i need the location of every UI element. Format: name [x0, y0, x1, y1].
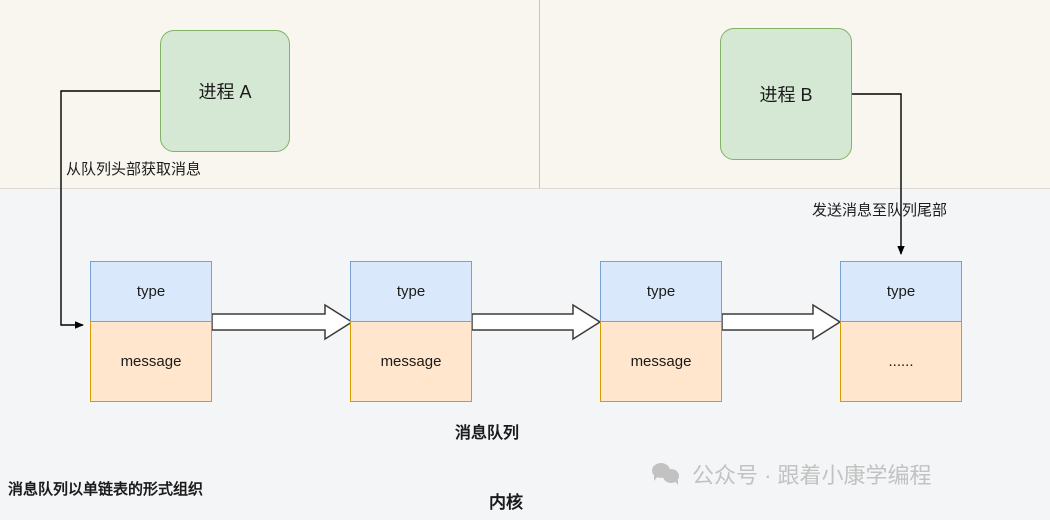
node-type-cell: type [840, 261, 962, 322]
node-message-cell: message [90, 322, 212, 402]
watermark: 公众号 · 跟着小康学编程 [652, 458, 932, 490]
node-type-cell: type [350, 261, 472, 322]
node-message-cell: ...... [840, 322, 962, 402]
process-box-a[interactable]: 进程 A [160, 30, 290, 152]
process-box-b[interactable]: 进程 B [720, 28, 852, 160]
wechat-icon [652, 462, 682, 486]
node-type-cell: type [90, 261, 212, 322]
process-a-label: 进程 A [198, 82, 252, 102]
link-arrow-node0-node1 [211, 303, 354, 341]
edge-label-send: 发送消息至队列尾部 [812, 202, 948, 219]
queue-node[interactable]: type ...... [840, 261, 962, 402]
node-type-cell: type [600, 261, 722, 322]
node-message-cell: message [350, 322, 472, 402]
queue-node[interactable]: type message [600, 261, 722, 402]
link-arrow-node1-node2 [471, 303, 602, 341]
queue-node[interactable]: type message [350, 261, 472, 402]
kernel-caption: 内核 [489, 493, 523, 512]
edge-label-receive: 从队列头部获取消息 [66, 161, 202, 178]
queue-caption: 消息队列 [455, 425, 520, 442]
link-arrow-node2-node3 [721, 303, 842, 341]
queue-node[interactable]: type message [90, 261, 212, 402]
queue-structure-note: 消息队列以单链表的形式组织 [8, 481, 204, 498]
watermark-text: 公众号 · 跟着小康学编程 [692, 463, 932, 488]
process-b-label: 进程 B [759, 85, 813, 105]
node-message-cell: message [600, 322, 722, 402]
